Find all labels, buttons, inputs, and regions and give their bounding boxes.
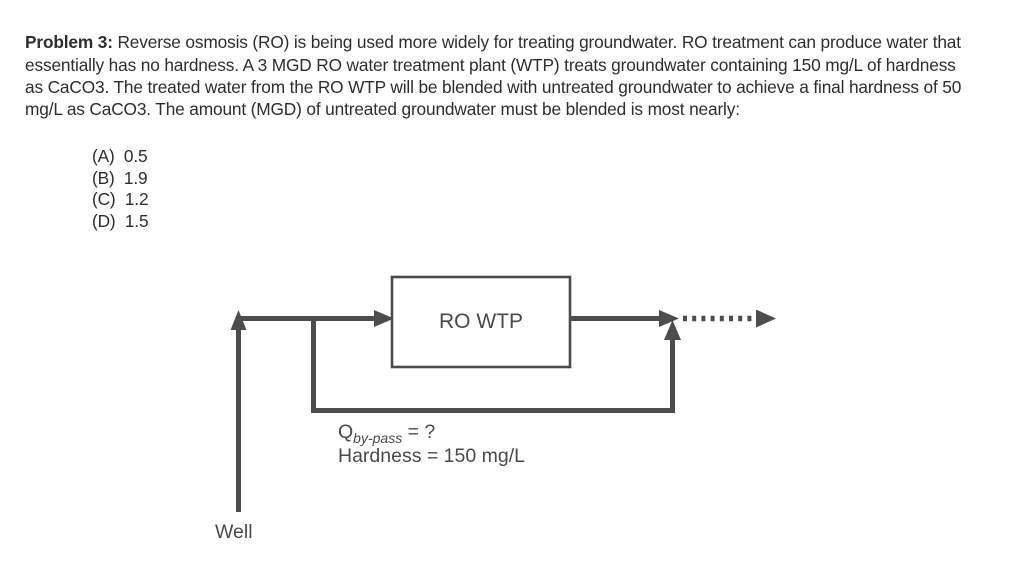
bypass-symbol: Q	[338, 421, 353, 443]
problem-text: Problem 3: Reverse osmosis (RO) is being…	[25, 31, 977, 120]
influent-arrowhead	[374, 310, 394, 327]
bypass-value: = ?	[402, 421, 435, 443]
bypass-annotation: Qby-pass = ? Hardness = 150 mg/L	[338, 421, 525, 467]
problem-statement-block: Problem 3: Reverse osmosis (RO) is being…	[25, 14, 977, 138]
process-flow-diagram: RO WTP Qby-pass = ? Hardness = 150 mg/L …	[0, 250, 1020, 583]
effluent-line	[570, 310, 679, 327]
bypass-line	[311, 318, 681, 413]
well-label: Well	[215, 521, 253, 543]
influent-line	[236, 310, 394, 327]
well-supply-line	[230, 310, 247, 512]
ro-wtp-label: RO WTP	[439, 310, 523, 333]
blended-product-line	[683, 309, 776, 328]
answer-choice-d[interactable]: (D) 1.5	[92, 210, 149, 231]
problem-lead-label: Problem 3:	[25, 32, 113, 53]
problem-body-text: Reverse osmosis (RO) is being used more …	[25, 32, 962, 120]
blended-product-arrowhead	[756, 309, 776, 328]
answer-choice-b[interactable]: (B) 1.9	[92, 167, 148, 188]
answer-choice-list: (A) 0.5 (B) 1.9 (C) 1.2 (D) 1.5	[92, 146, 149, 232]
bypass-subscript: by-pass	[353, 430, 402, 446]
ro-wtp-box	[390, 275, 572, 369]
bypass-flow-label: Qby-pass = ?	[338, 421, 435, 446]
bypass-hardness-label: Hardness = 150 mg/L	[338, 445, 525, 467]
answer-choice-c[interactable]: (C) 1.2	[92, 189, 149, 209]
effluent-arrowhead	[659, 310, 679, 327]
answer-choice-a[interactable]: (A) 0.5	[92, 146, 148, 166]
bypass-arrowhead	[664, 320, 681, 340]
